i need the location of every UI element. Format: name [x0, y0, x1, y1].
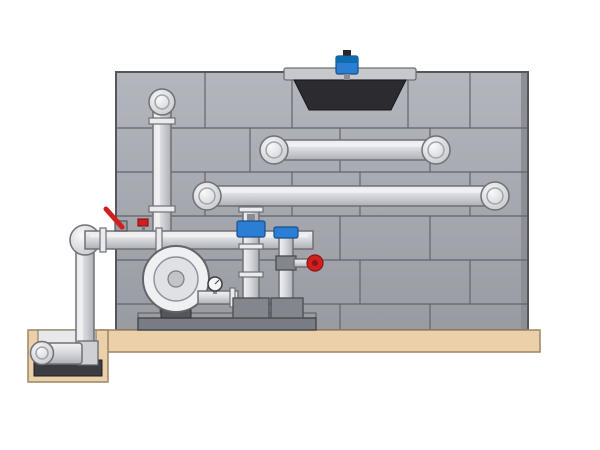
top-access-opening — [283, 67, 417, 111]
valve-actuator-stem — [247, 214, 255, 221]
standpipe-flange — [148, 205, 176, 213]
blue-actuated-valve-1 — [236, 220, 266, 238]
middle-header-left-cap — [192, 181, 222, 211]
suction-downpipe — [75, 245, 95, 347]
booster-pump-1 — [232, 297, 270, 319]
gauge-stem — [213, 290, 217, 294]
suction-flange — [99, 227, 107, 253]
sump-pump-end-cap — [29, 340, 55, 366]
pump-volute-hub — [167, 270, 185, 288]
riser-flange — [238, 206, 264, 213]
handwheel-hub — [312, 260, 318, 266]
upper-distribution-header — [259, 135, 451, 165]
booster-pump-skid — [137, 205, 324, 331]
riser-flange — [238, 271, 264, 278]
cap-ring — [35, 346, 49, 360]
standpipe-top-cap — [148, 88, 176, 116]
cap-ring — [486, 187, 504, 205]
hatch-opening — [293, 79, 407, 111]
pipe-highlight — [156, 106, 160, 236]
blue-actuated-valve-2 — [273, 226, 299, 239]
upper-header-right-cap — [421, 135, 451, 165]
red-valve-lever — [103, 206, 125, 230]
pipe-highlight — [212, 189, 490, 193]
red-valve-knob — [137, 218, 149, 227]
upper-header-left-cap — [259, 135, 289, 165]
skid-base — [137, 317, 317, 331]
suction-flange — [155, 227, 163, 253]
sensor-knob — [343, 50, 351, 57]
gauge-needle — [214, 279, 220, 285]
booster-pump-2 — [270, 297, 304, 319]
left-standpipe — [148, 88, 176, 241]
pipe-highlight — [278, 143, 432, 147]
standpipe-flange — [148, 117, 176, 125]
pipe-highlight — [79, 250, 83, 342]
cap-ring — [198, 187, 216, 205]
valve-stem — [142, 226, 145, 231]
riser-flange — [238, 243, 264, 250]
valve-body-2 — [275, 255, 297, 271]
sump-pump — [29, 340, 99, 366]
cap-ring — [427, 141, 445, 159]
slab-main — [99, 329, 541, 353]
panel-seams-horizontal — [116, 127, 528, 305]
cap-ring — [154, 94, 170, 110]
middle-distribution-header — [192, 181, 510, 211]
sensor-cap-band — [336, 56, 358, 63]
tower-right-edge — [521, 72, 528, 330]
cap-ring — [265, 141, 283, 159]
concrete-slab — [99, 329, 541, 353]
level-sensor — [335, 50, 359, 80]
middle-header-right-cap — [480, 181, 510, 211]
sensor-stem — [344, 74, 350, 80]
